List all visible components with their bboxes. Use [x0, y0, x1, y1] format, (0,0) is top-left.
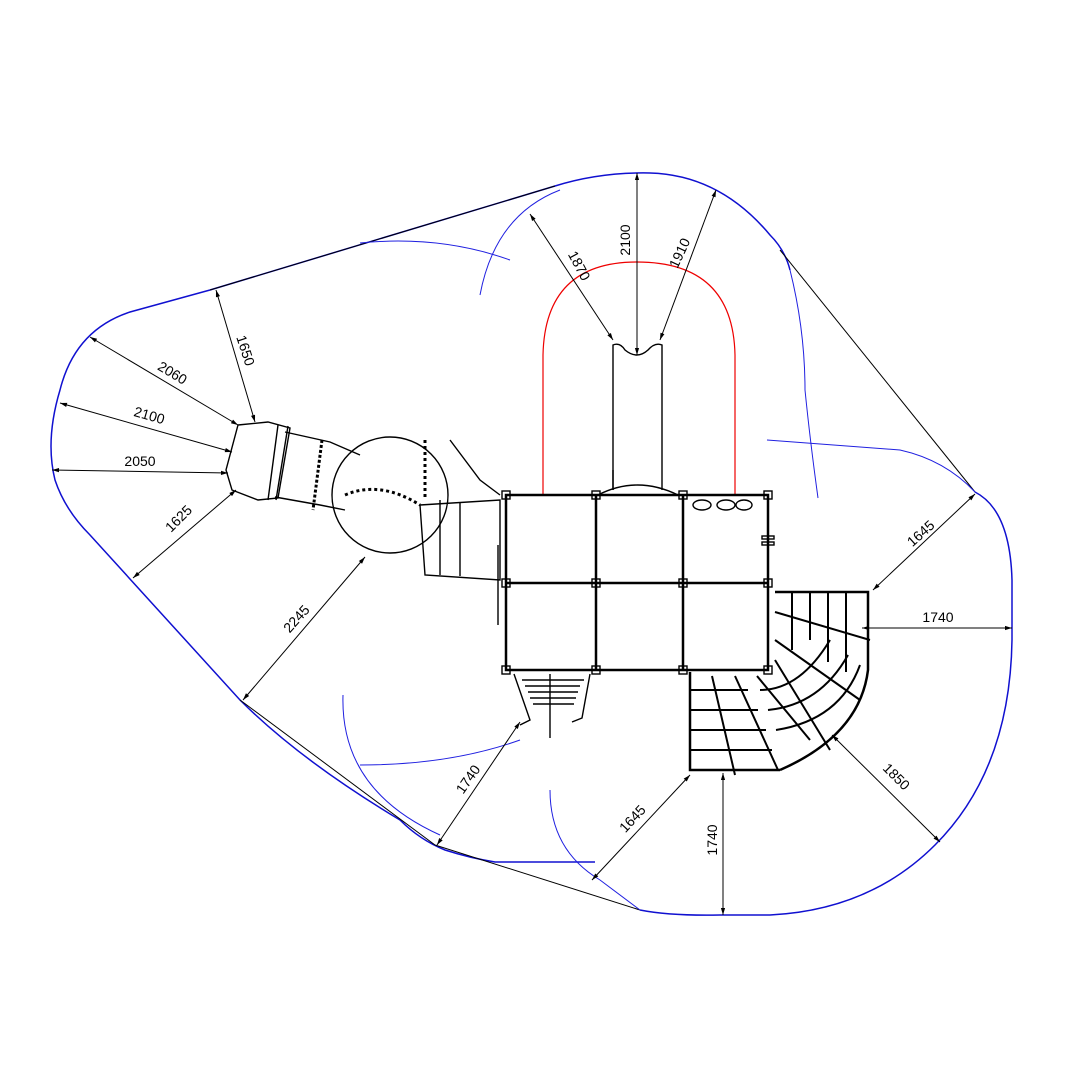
- dim-label-tube-mid-left: 2050: [124, 453, 155, 469]
- dim-label-tube-upper-left: 2060: [155, 358, 190, 388]
- deck-platforms: [497, 490, 775, 675]
- curved-stairs: [688, 590, 871, 776]
- tube-slide: [225, 421, 501, 581]
- dim-label-tube-lower-left: 1625: [162, 502, 195, 535]
- dimension-lines: [51, 173, 1012, 915]
- dim-label-slide-top-center: 2100: [617, 224, 633, 255]
- dim-label-stairs-bottom-left: 1645: [616, 802, 649, 836]
- dim-label-stairs-right: 1740: [922, 609, 953, 625]
- dim-label-tube-left: 2100: [132, 403, 167, 427]
- dim-label-slide-top-left: 1870: [565, 248, 594, 283]
- ladder: [513, 673, 591, 738]
- safety-zone-outline: [50, 172, 1013, 916]
- dim-label-ladder-bottom: 1740: [452, 762, 483, 797]
- slide-exit-zone: [542, 261, 736, 495]
- straight-slide: [597, 343, 679, 496]
- dimension-labels: 1870 2100 1910 1650 2060 2100 2050 1625 …: [124, 224, 953, 855]
- dim-label-slide-top-right: 1910: [666, 235, 694, 270]
- dim-label-spiral-lower-left: 2245: [280, 602, 313, 636]
- dim-label-stairs-bottom-right: 1850: [880, 760, 913, 793]
- dim-label-stairs-bottom: 1740: [704, 824, 720, 855]
